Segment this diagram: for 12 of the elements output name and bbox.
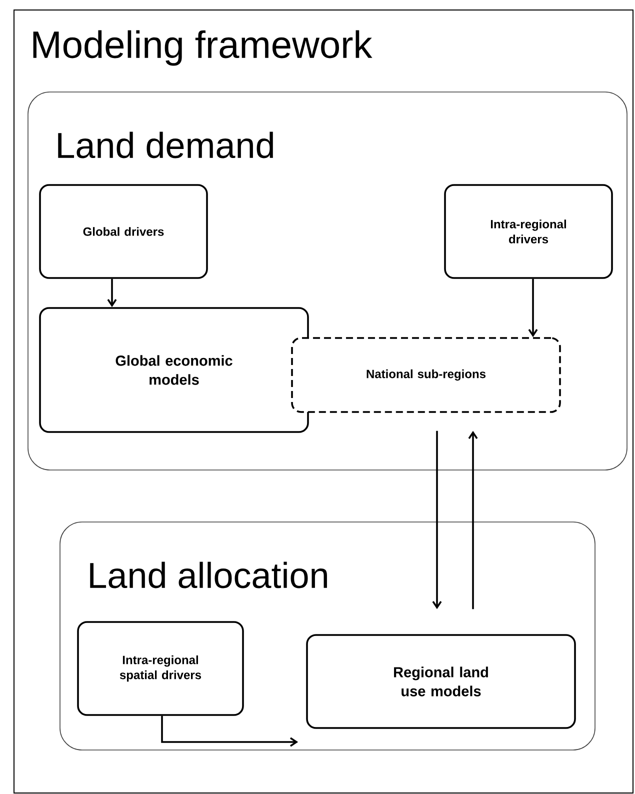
arrow: [432, 430, 442, 610]
arrow: [107, 278, 117, 308]
process-box: Regional land use models: [306, 634, 576, 729]
process-box: Intra-regional spatial drivers: [77, 621, 244, 716]
process-box: National sub-regions: [291, 337, 561, 413]
arrow: [528, 278, 538, 338]
arrow: [468, 430, 478, 610]
process-box: Global economic models: [39, 307, 309, 433]
title: Modeling framework: [33, 30, 372, 66]
arrow: [161, 716, 298, 747]
process-box: Intra-regional drivers: [444, 184, 613, 279]
process-box: Global drivers: [39, 184, 208, 279]
